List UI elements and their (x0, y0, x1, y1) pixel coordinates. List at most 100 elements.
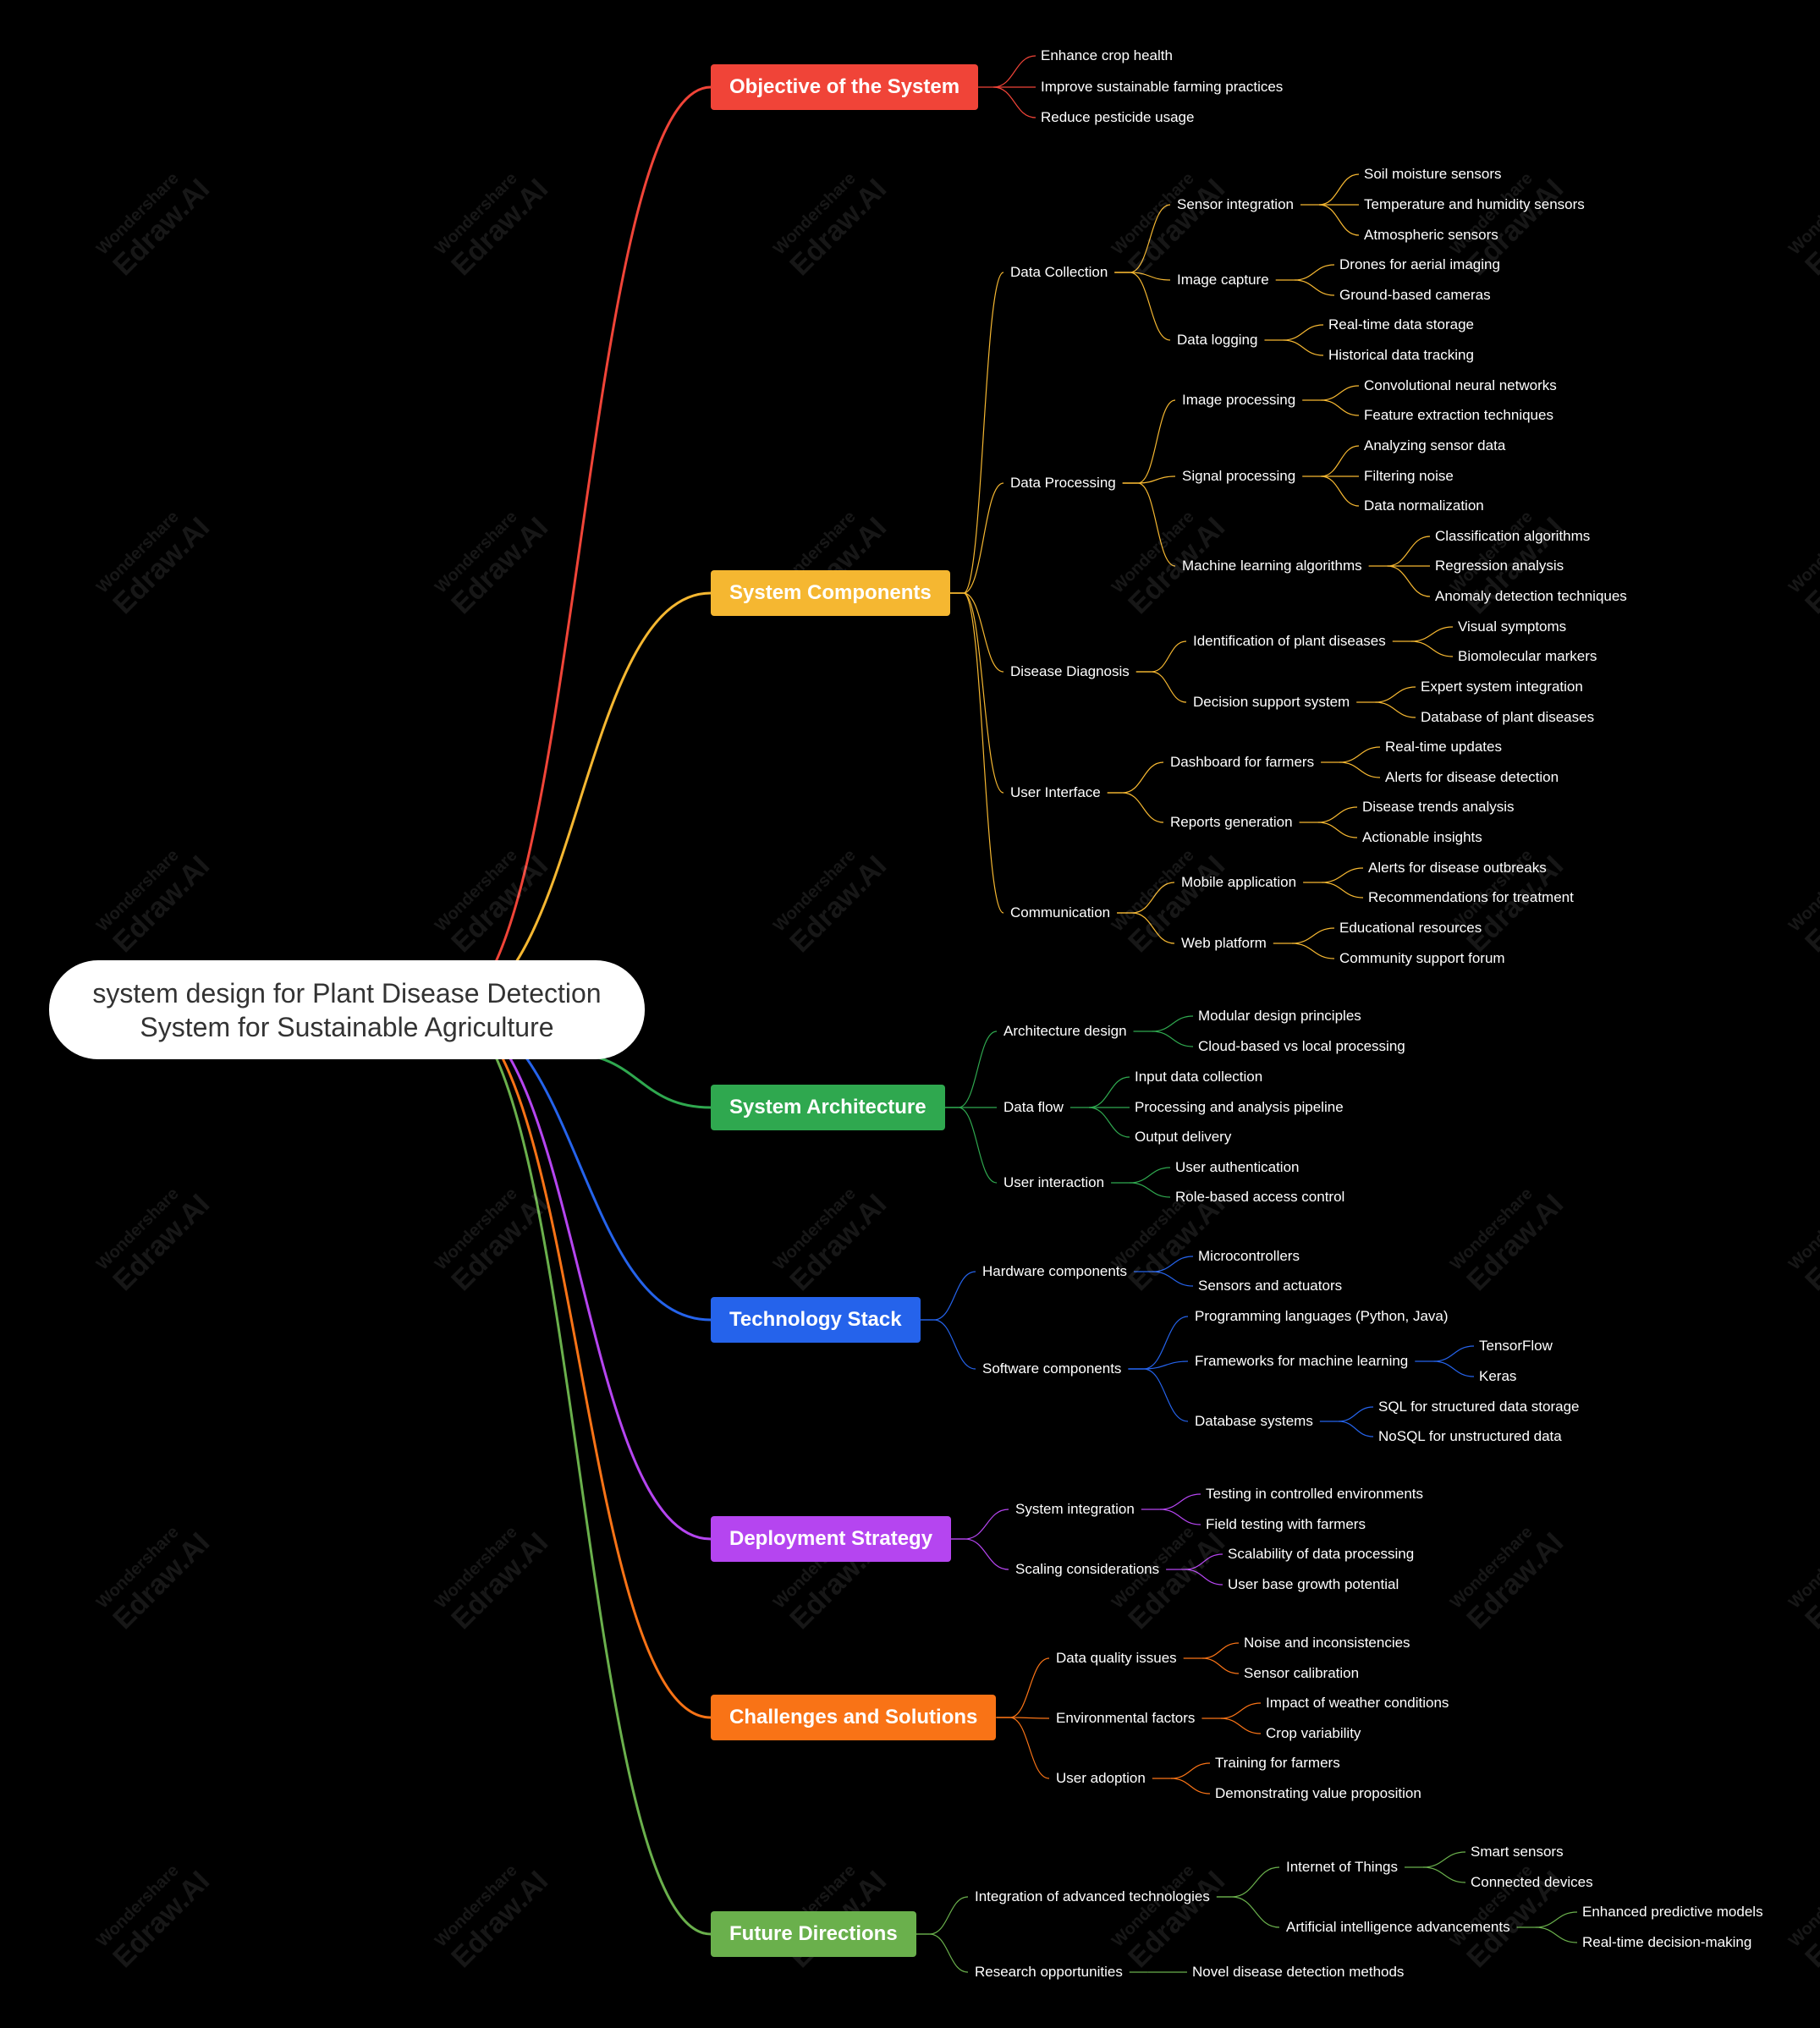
sub-topic[interactable]: Architecture design (1003, 1023, 1127, 1039)
leaf-topic[interactable]: Real-time updates (1385, 739, 1502, 755)
leaf-topic[interactable]: Historical data tracking (1328, 347, 1474, 363)
sub-topic[interactable]: Database systems (1195, 1413, 1313, 1429)
leaf-topic[interactable]: Role-based access control (1175, 1189, 1345, 1205)
main-topic-deployment[interactable]: Deployment Strategy (711, 1516, 952, 1562)
sub-topic[interactable]: Reports generation (1170, 814, 1293, 830)
leaf-topic[interactable]: Real-time data storage (1328, 316, 1474, 333)
root-topic[interactable]: system design for Plant Disease Detectio… (49, 960, 645, 1059)
leaf-topic[interactable]: Ground-based cameras (1339, 287, 1491, 303)
leaf-topic[interactable]: Filtering noise (1364, 468, 1454, 484)
sub-topic[interactable]: Programming languages (Python, Java) (1195, 1308, 1449, 1324)
leaf-topic[interactable]: Anomaly detection techniques (1435, 588, 1627, 604)
sub-topic[interactable]: Frameworks for machine learning (1195, 1353, 1409, 1369)
leaf-topic[interactable]: Convolutional neural networks (1364, 377, 1557, 393)
sub-topic[interactable]: User Interface (1010, 784, 1101, 800)
leaf-topic[interactable]: Impact of weather conditions (1266, 1695, 1449, 1711)
leaf-topic[interactable]: Analyzing sensor data (1364, 437, 1506, 453)
sub-topic[interactable]: Communication (1010, 904, 1111, 921)
leaf-topic[interactable]: Crop variability (1266, 1725, 1361, 1741)
leaf-topic[interactable]: Expert system integration (1421, 679, 1583, 695)
leaf-topic[interactable]: Microcontrollers (1198, 1248, 1300, 1264)
leaf-topic[interactable]: Noise and inconsistencies (1244, 1635, 1410, 1651)
sub-topic[interactable]: User interaction (1003, 1174, 1105, 1190)
sub-topic[interactable]: Machine learning algorithms (1182, 558, 1362, 574)
leaf-topic[interactable]: Demonstrating value proposition (1215, 1785, 1421, 1801)
leaf-topic[interactable]: Enhance crop health (1041, 47, 1173, 63)
leaf-topic[interactable]: Drones for aerial imaging (1339, 256, 1500, 272)
sub-topic[interactable]: Web platform (1181, 935, 1267, 951)
sub-topic[interactable]: User adoption (1056, 1770, 1146, 1786)
main-topic-technology[interactable]: Technology Stack (711, 1297, 921, 1343)
main-topic-challenges[interactable]: Challenges and Solutions (711, 1695, 997, 1740)
sub-topic[interactable]: System integration (1015, 1501, 1135, 1517)
main-topic-objective[interactable]: Objective of the System (711, 64, 979, 110)
leaf-topic[interactable]: Real-time decision-making (1582, 1934, 1752, 1950)
leaf-topic[interactable]: Soil moisture sensors (1364, 166, 1502, 182)
main-topic-future[interactable]: Future Directions (711, 1911, 916, 1957)
leaf-topic[interactable]: Visual symptoms (1458, 618, 1567, 635)
sub-topic[interactable]: Image processing (1182, 392, 1296, 408)
leaf-topic[interactable]: Sensor calibration (1244, 1665, 1360, 1681)
leaf-topic[interactable]: Feature extraction techniques (1364, 407, 1553, 423)
leaf-topic[interactable]: Input data collection (1135, 1069, 1263, 1085)
leaf-topic[interactable]: Classification algorithms (1435, 528, 1591, 544)
main-topic-components[interactable]: System Components (711, 570, 950, 616)
leaf-topic[interactable]: Modular design principles (1198, 1008, 1361, 1024)
leaf-topic[interactable]: Sensors and actuators (1198, 1278, 1343, 1294)
sub-topic[interactable]: Internet of Things (1286, 1859, 1398, 1875)
sub-topic[interactable]: Data flow (1003, 1099, 1064, 1115)
leaf-topic[interactable]: Data normalization (1364, 497, 1484, 514)
sub-topic[interactable]: Data quality issues (1056, 1650, 1177, 1666)
leaf-topic[interactable]: Recommendations for treatment (1368, 889, 1574, 905)
leaf-topic[interactable]: Educational resources (1339, 920, 1482, 936)
sub-topic[interactable]: Scaling considerations (1015, 1561, 1160, 1577)
sub-topic[interactable]: Data Processing (1010, 475, 1116, 491)
leaf-topic[interactable]: SQL for structured data storage (1378, 1399, 1580, 1415)
sub-topic[interactable]: Dashboard for farmers (1170, 754, 1315, 770)
leaf-topic[interactable]: Community support forum (1339, 950, 1505, 966)
leaf-topic[interactable]: Connected devices (1471, 1874, 1593, 1890)
sub-topic[interactable]: Environmental factors (1056, 1710, 1196, 1726)
leaf-topic[interactable]: Keras (1479, 1368, 1517, 1384)
leaf-topic[interactable]: Novel disease detection methods (1192, 1964, 1405, 1980)
leaf-topic[interactable]: Alerts for disease detection (1385, 769, 1559, 785)
sub-topic[interactable]: Research opportunities (975, 1964, 1123, 1980)
leaf-topic[interactable]: Reduce pesticide usage (1041, 109, 1195, 125)
leaf-topic[interactable]: NoSQL for unstructured data (1378, 1428, 1562, 1444)
leaf-topic[interactable]: Output delivery (1135, 1129, 1232, 1145)
sub-topic[interactable]: Hardware components (982, 1263, 1128, 1279)
sub-topic[interactable]: Identification of plant diseases (1193, 633, 1386, 649)
leaf-topic[interactable]: Field testing with farmers (1206, 1516, 1366, 1532)
leaf-topic[interactable]: User authentication (1175, 1159, 1300, 1175)
sub-topic[interactable]: Signal processing (1182, 468, 1296, 484)
sub-topic[interactable]: Software components (982, 1360, 1122, 1377)
sub-topic[interactable]: Sensor integration (1177, 196, 1294, 212)
leaf-topic[interactable]: TensorFlow (1479, 1338, 1553, 1354)
sub-topic[interactable]: Artificial intelligence advancements (1286, 1919, 1510, 1935)
sub-topic[interactable]: Decision support system (1193, 694, 1350, 710)
leaf-topic[interactable]: Processing and analysis pipeline (1135, 1099, 1344, 1115)
sub-topic[interactable]: Image capture (1177, 272, 1269, 288)
leaf-topic[interactable]: Improve sustainable farming practices (1041, 79, 1284, 95)
leaf-topic[interactable]: Scalability of data processing (1228, 1546, 1415, 1562)
sub-topic[interactable]: Data Collection (1010, 264, 1108, 280)
leaf-topic[interactable]: Smart sensors (1471, 1844, 1564, 1860)
leaf-topic[interactable]: Alerts for disease outbreaks (1368, 860, 1547, 876)
leaf-topic[interactable]: Testing in controlled environments (1206, 1486, 1424, 1502)
leaf-topic[interactable]: Enhanced predictive models (1582, 1904, 1763, 1920)
sub-topic[interactable]: Disease Diagnosis (1010, 663, 1130, 679)
leaf-topic[interactable]: Atmospheric sensors (1364, 227, 1498, 243)
leaf-topic[interactable]: Disease trends analysis (1362, 799, 1515, 815)
leaf-topic[interactable]: Regression analysis (1435, 558, 1564, 574)
leaf-topic[interactable]: Database of plant diseases (1421, 709, 1595, 725)
sub-topic[interactable]: Integration of advanced technologies (975, 1888, 1210, 1904)
main-topic-architecture[interactable]: System Architecture (711, 1085, 945, 1130)
leaf-topic[interactable]: Actionable insights (1362, 829, 1482, 845)
leaf-topic[interactable]: Temperature and humidity sensors (1364, 196, 1585, 212)
leaf-topic[interactable]: Training for farmers (1215, 1755, 1340, 1771)
leaf-topic[interactable]: Cloud-based vs local processing (1198, 1038, 1405, 1054)
sub-topic[interactable]: Data logging (1177, 332, 1258, 348)
leaf-topic[interactable]: User base growth potential (1228, 1576, 1399, 1592)
leaf-topic[interactable]: Biomolecular markers (1458, 648, 1597, 664)
sub-topic[interactable]: Mobile application (1181, 874, 1297, 890)
